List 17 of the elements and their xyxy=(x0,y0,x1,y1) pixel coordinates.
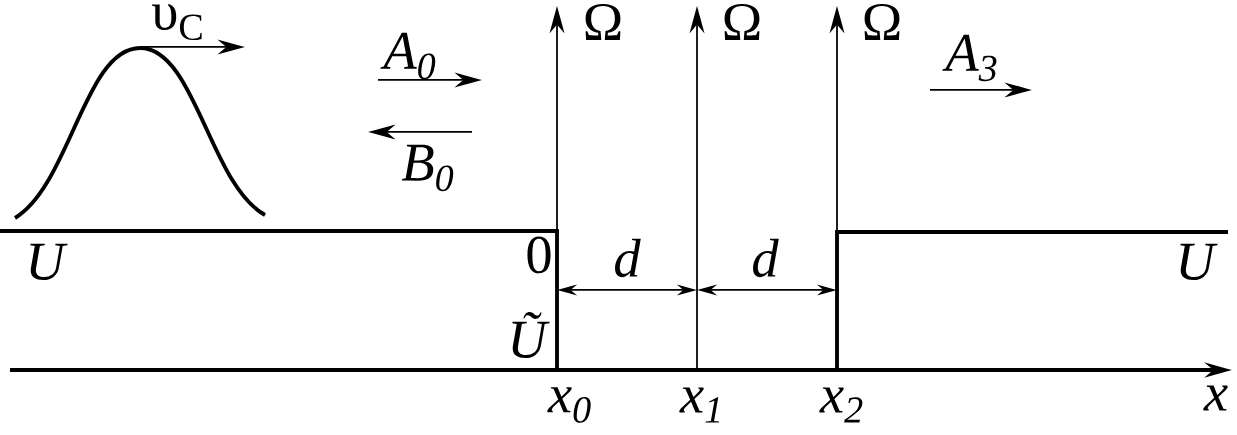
potential-label: U xyxy=(1180,243,1218,281)
coordinate-label: x$_{2}$ xyxy=(819,387,863,423)
axis-label: x xyxy=(1203,385,1228,411)
potential-label: U xyxy=(30,243,68,281)
wave-label: B$_{0}$ xyxy=(401,144,454,192)
potential-label: Ũ xyxy=(512,311,550,359)
wave-label: A$_{0}$ xyxy=(380,32,436,80)
dimension-label: d xyxy=(753,238,779,278)
coordinate-label: x$_{0}$ xyxy=(547,387,591,423)
barrier-label: Ω xyxy=(864,3,900,41)
velocity-label: υ$_{C}$ xyxy=(152,3,202,41)
coordinate-label: x$_{1}$ xyxy=(679,387,720,423)
origin-label: 0 xyxy=(527,236,551,274)
barrier-label: Ω xyxy=(724,3,760,41)
wave-label: A$_{3}$ xyxy=(942,34,997,82)
dimension-label: d xyxy=(615,238,641,278)
barrier-label: Ω xyxy=(585,3,621,41)
